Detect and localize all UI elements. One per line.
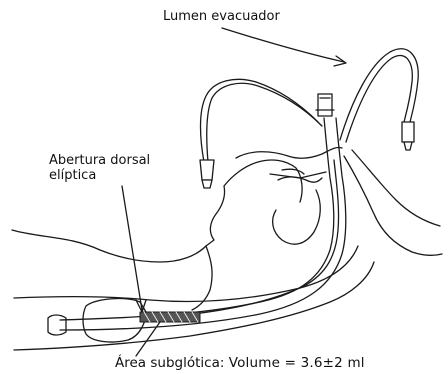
evacuation-connector: [402, 122, 414, 142]
lumen-evacuador-label: Lumen evacuador: [163, 9, 280, 24]
tube-connector: [318, 94, 332, 116]
evacuation-channel: [150, 160, 339, 318]
abertura-leader-line: [122, 186, 142, 310]
abertura-dorsal-label: Abertura dorsal elíptica: [49, 153, 150, 183]
pilot-line: [201, 79, 319, 162]
area-subglotica-text: Área subglótica:: [115, 355, 224, 371]
tube-tip: [48, 315, 66, 335]
trachea-wall-upper: [14, 246, 358, 302]
endotracheal-tube-bottom: [60, 118, 346, 330]
trachea-wall-lower: [14, 262, 374, 350]
vocal-folds: [270, 172, 326, 178]
pilot-balloon: [200, 160, 214, 180]
volume-text: Volume = 3.6±2 ml: [229, 355, 365, 371]
palate-outline: [236, 147, 342, 158]
abertura-line-2: elíptica: [49, 168, 150, 183]
tube-cuff: [83, 299, 146, 342]
area-subglotica-label: Área subglótica: Volume = 3.6±2 ml: [115, 356, 365, 371]
abertura-line-1: Abertura dorsal: [49, 153, 150, 168]
lumen-leader-line: [222, 28, 344, 62]
neck-back-outline: [352, 150, 440, 226]
tongue-outline: [273, 190, 321, 244]
